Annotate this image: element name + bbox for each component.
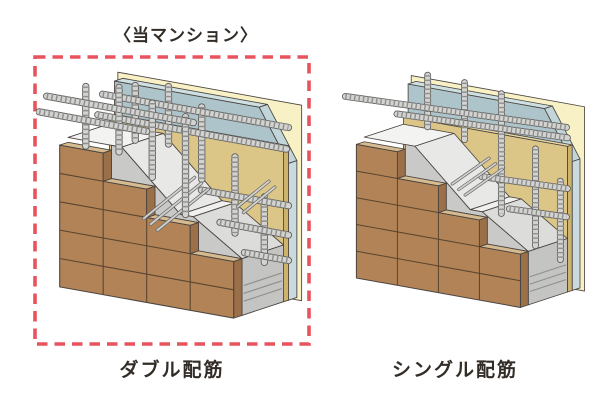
rebar-grid-outer: [36, 82, 197, 219]
wall-cutaway-drawing: [341, 71, 585, 308]
illustration-single-rebar-wall: [334, 66, 600, 313]
label-double-reinforcement: ダブル配筋: [119, 360, 225, 381]
rebar-ties: [450, 156, 504, 197]
label-single-reinforcement: シングル配筋: [391, 360, 518, 381]
illustration-double-rebar-wall: [36, 62, 318, 324]
rebar-grid-inner: [341, 71, 571, 263]
wall-cutaway-drawing: [36, 71, 303, 319]
brick-tile-wall: [355, 141, 529, 308]
figure-title: 〈当マンション〉: [114, 26, 258, 45]
